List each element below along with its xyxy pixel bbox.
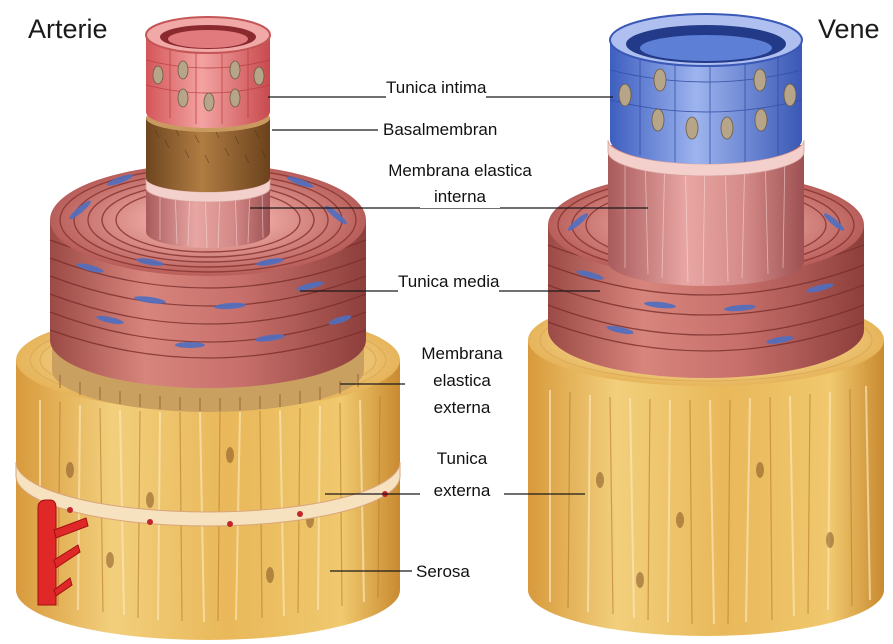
artery-title: Arterie	[28, 14, 108, 45]
label-serosa: Serosa	[416, 561, 470, 583]
label-membrana-elastica-externa-line2: elastica	[412, 370, 512, 392]
vein-title: Vene	[818, 14, 880, 45]
artery	[16, 17, 400, 640]
artery-tunica-intima	[146, 17, 270, 128]
label-tunica-intima: Tunica intima	[386, 77, 486, 99]
label-membrana-elastica-interna-line2: interna	[420, 186, 500, 208]
label-membrana-elastica-externa-line3: externa	[412, 397, 512, 419]
label-membrana-elastica-interna-line1: Membrana elastica	[370, 160, 550, 182]
vein-tunica-intima	[610, 14, 802, 164]
label-membrana-elastica-externa-line1: Membrana	[412, 343, 512, 365]
label-basalmembran: Basalmembran	[383, 119, 497, 141]
vein	[528, 14, 884, 636]
label-tunica-externa-line1: Tunica	[420, 448, 504, 470]
label-tunica-externa-line2: externa	[420, 480, 504, 502]
label-tunica-media: Tunica media	[398, 271, 499, 293]
